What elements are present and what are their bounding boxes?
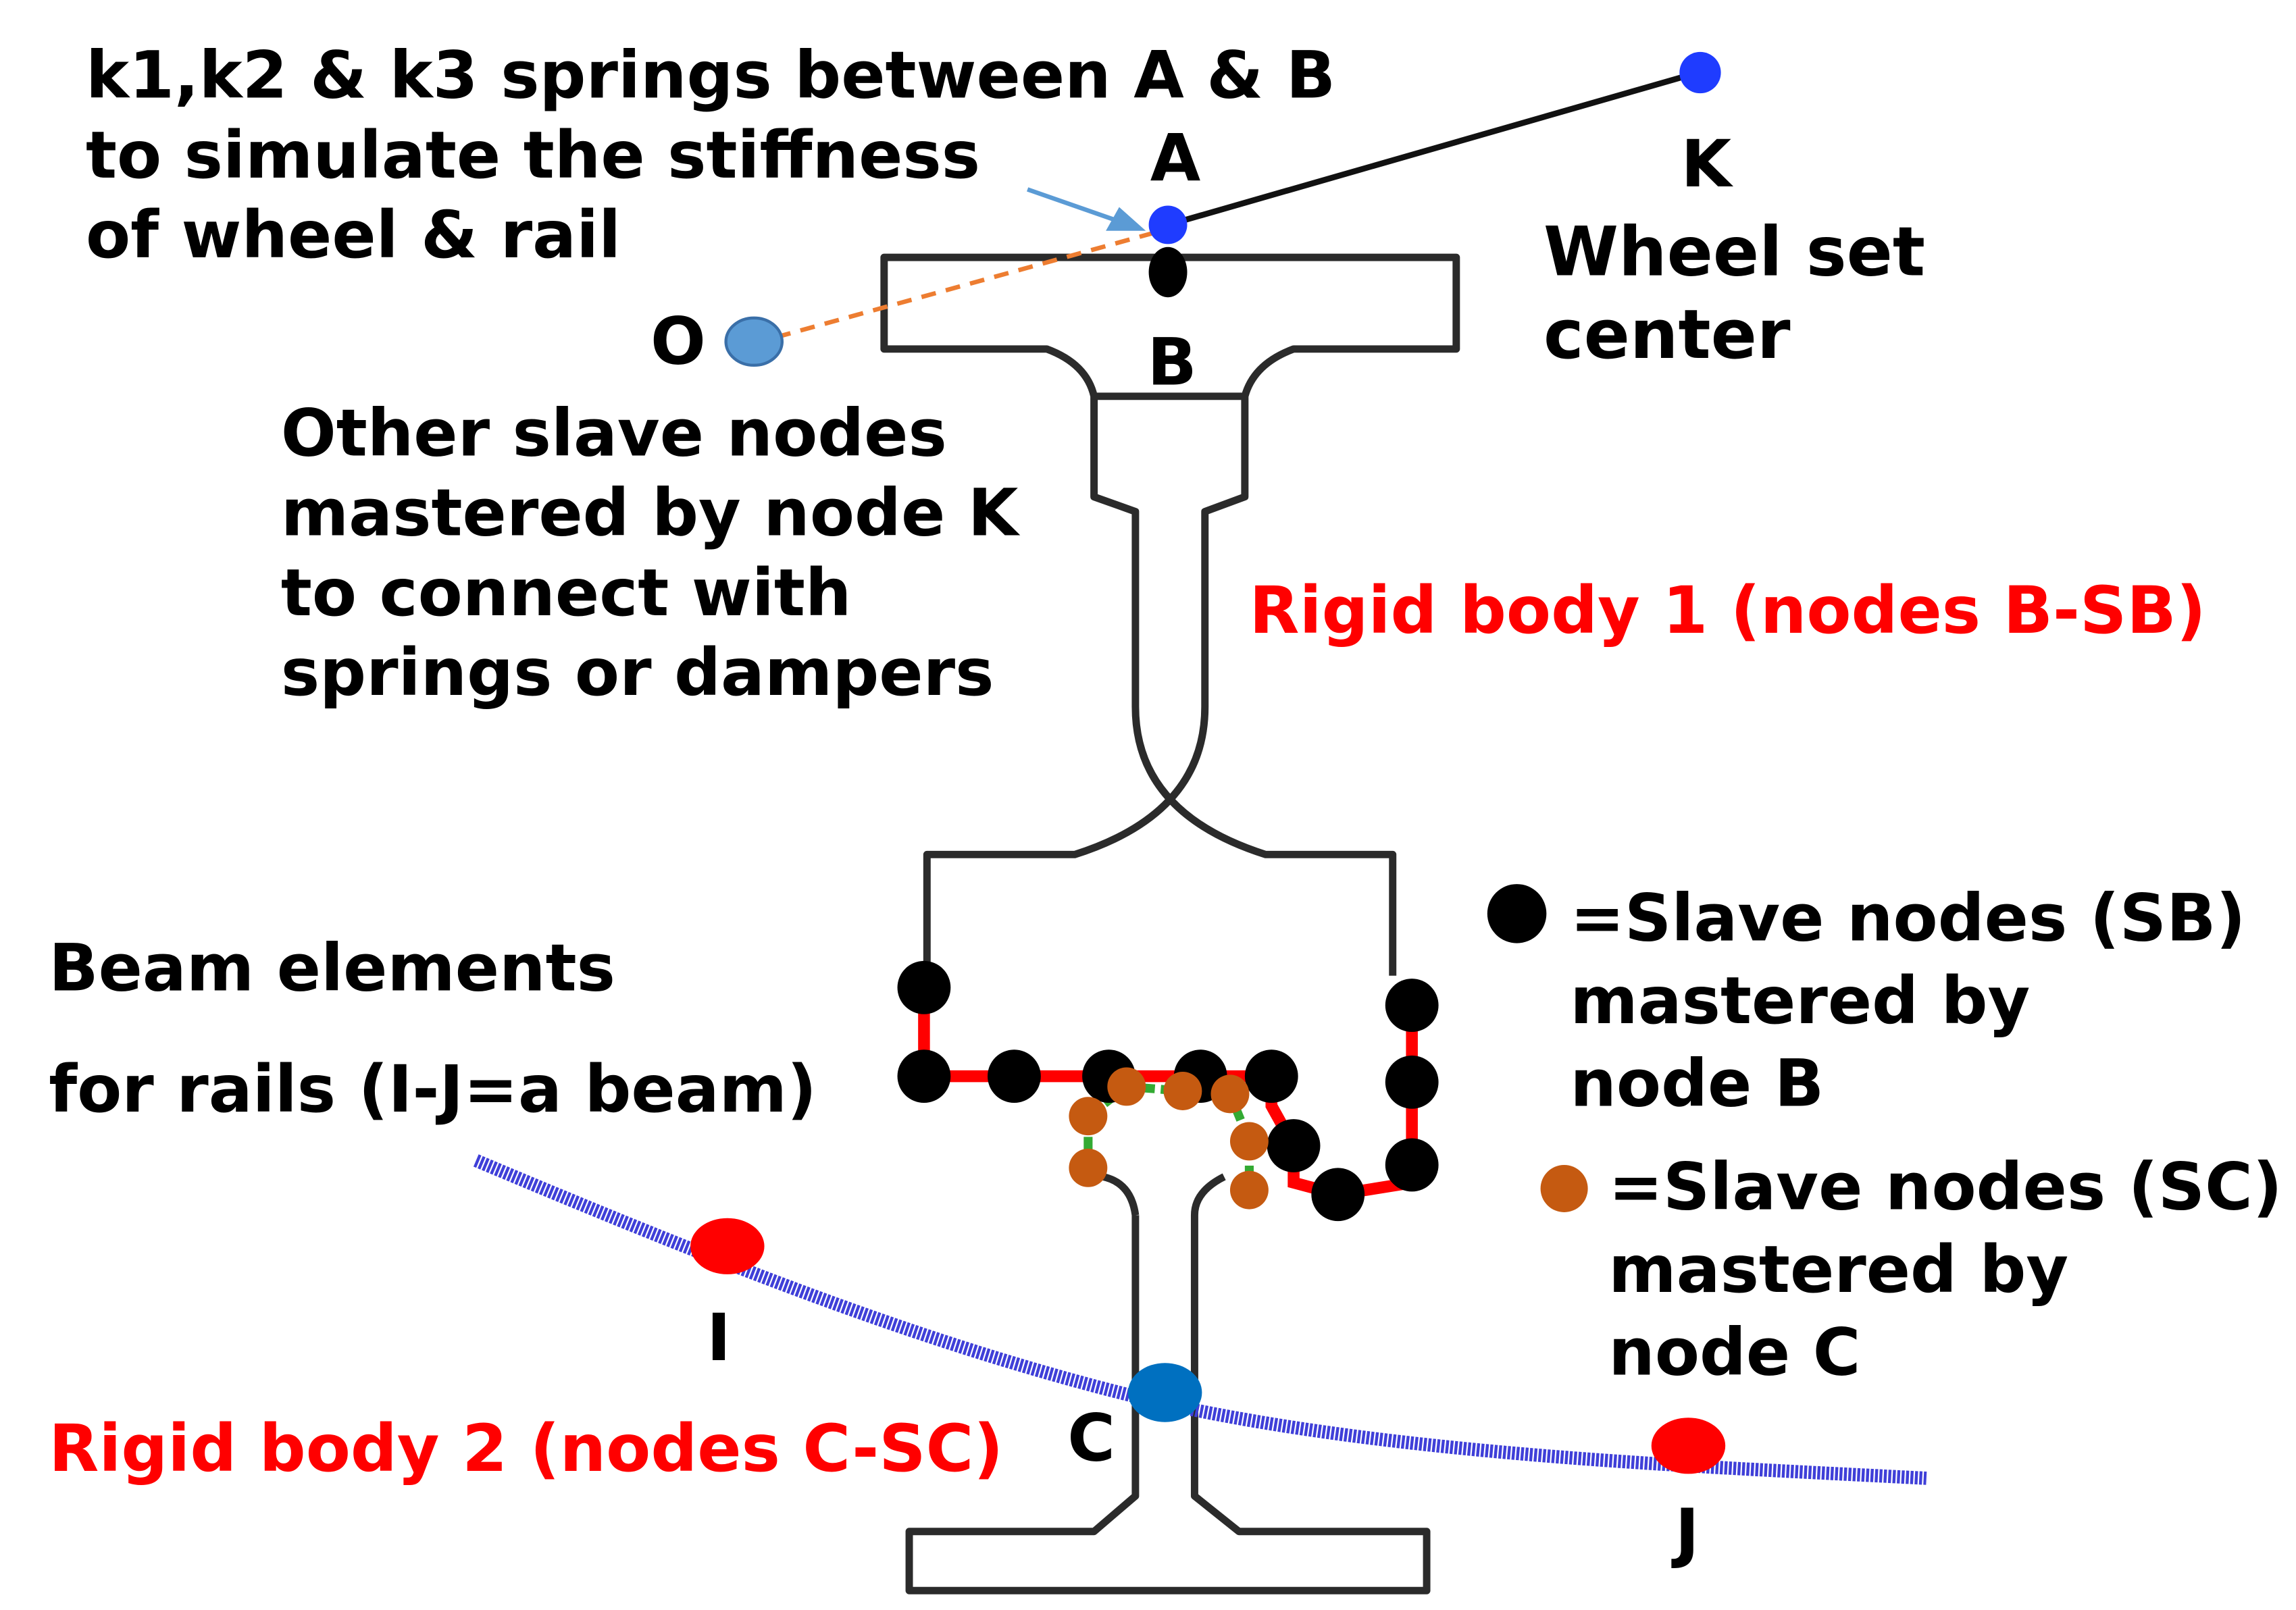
slave-node-sb	[897, 960, 951, 1014]
node-k-dot	[1679, 51, 1721, 94]
slave-nodes-k-annotation: Other slave nodes mastered by node K to …	[281, 395, 1021, 710]
spring-pointer-arrow	[1027, 187, 1122, 224]
slave-node-sb	[1385, 1138, 1439, 1192]
wheelset-line-2: center	[1544, 295, 1791, 374]
node-i-label: I	[707, 1300, 731, 1376]
legend-sb: =Slave nodes (SB) mastered by node B	[1570, 880, 2245, 1121]
node-a-dot	[1148, 205, 1188, 244]
legend-sc: =Slave nodes (SC) mastered by node C	[1608, 1149, 2282, 1391]
slave-node-sb	[1385, 1055, 1439, 1109]
wheelset-link-line	[1167, 68, 1704, 228]
slave-node-sc	[1069, 1097, 1108, 1136]
slave-node-sc	[1229, 1170, 1269, 1210]
legend-sb-dot	[1487, 884, 1547, 943]
legend-sc-line-3: node C	[1608, 1315, 1860, 1391]
node-j-label: J	[1671, 1495, 1700, 1571]
node-i-dot	[690, 1218, 765, 1274]
legend-sb-line-2: mastered by	[1570, 963, 2030, 1039]
node-c-dot	[1127, 1363, 1202, 1422]
slave-k-line-2: mastered by node K	[281, 475, 1021, 551]
slave-node-sb	[1311, 1168, 1365, 1222]
node-k-label: K	[1681, 126, 1734, 202]
slave-k-line-1: Other slave nodes	[281, 395, 947, 471]
lower-rail-profile	[905, 1173, 1431, 1594]
wheelset-line-1: Wheel set	[1544, 212, 1925, 291]
dashed-link-o-a	[775, 222, 1183, 340]
slave-node-sb	[1244, 1049, 1298, 1103]
beam-annotation: Beam elements for rails (I-J=a beam)	[49, 931, 817, 1127]
legend-sc-dot	[1540, 1164, 1588, 1212]
legend-sb-line-1: =Slave nodes (SB)	[1570, 880, 2245, 956]
slave-k-line-4: springs or dampers	[281, 635, 994, 710]
node-o-label: O	[650, 304, 706, 380]
slave-node-sc	[1210, 1074, 1250, 1114]
slave-node-sb	[897, 1049, 951, 1103]
slave-nodes-sc	[1069, 1067, 1269, 1210]
beam-line-2: for rails (I-J=a beam)	[49, 1051, 817, 1127]
springs-line-2: to simulate the stiffness	[86, 118, 980, 193]
slave-node-sc	[1163, 1072, 1202, 1110]
rigid-body-1-label: Rigid body 1 (nodes B-SB)	[1249, 573, 2205, 648]
legend-sc-line-1: =Slave nodes (SC)	[1608, 1149, 2282, 1225]
node-c-label: C	[1067, 1401, 1115, 1476]
legend-sb-line-3: node B	[1570, 1045, 1824, 1121]
node-b-label: B	[1147, 324, 1196, 400]
slave-node-sc	[1107, 1067, 1146, 1106]
upper-rail-profile	[880, 253, 1460, 976]
beam-line-1: Beam elements	[49, 931, 615, 1006]
node-j-dot	[1651, 1418, 1726, 1474]
wheelset-annotation: Wheel set center	[1544, 212, 1925, 374]
node-o-dot	[724, 316, 784, 367]
legend-sc-line-2: mastered by	[1608, 1232, 2068, 1307]
spring-pointer-arrowhead	[1106, 207, 1146, 231]
slave-node-sb	[1267, 1119, 1321, 1172]
rigid-body-2-label: Rigid body 2 (nodes C-SC)	[49, 1411, 1003, 1486]
node-b-dot	[1148, 246, 1188, 298]
slave-node-sb	[1385, 979, 1439, 1032]
springs-annotation: k1,k2 & k3 springs between A & B to simu…	[86, 38, 1335, 273]
springs-line-1: k1,k2 & k3 springs between A & B	[86, 38, 1335, 113]
slave-k-line-3: to connect with	[281, 555, 852, 631]
node-a-label: A	[1150, 120, 1201, 196]
slave-node-sc	[1229, 1122, 1269, 1161]
springs-line-3: of wheel & rail	[86, 197, 621, 273]
slave-node-sb	[988, 1049, 1041, 1103]
slave-node-sc	[1069, 1148, 1108, 1187]
